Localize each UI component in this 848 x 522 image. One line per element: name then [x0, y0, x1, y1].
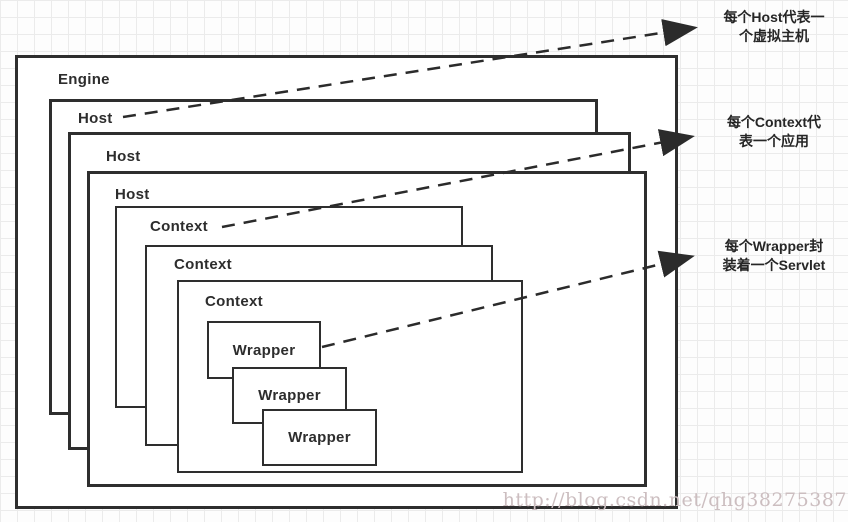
host-label-1: Host: [78, 110, 113, 127]
wrapper-label-3: Wrapper: [288, 429, 351, 446]
annotation-host-line1: 每个Host代表一: [723, 9, 825, 25]
host-label-2: Host: [106, 148, 141, 165]
annotation-wrapper-line2: 装着一个Servlet: [722, 257, 826, 273]
context-label-3: Context: [205, 293, 263, 310]
context-label-2: Context: [174, 256, 232, 273]
wrapper-label-1: Wrapper: [232, 341, 296, 359]
annotation-context-line2: 表一个应用: [739, 133, 809, 149]
host-label-3: Host: [115, 186, 150, 203]
annotation-host-line2: 个虚拟主机: [739, 28, 809, 44]
context-label-1: Context: [150, 218, 208, 235]
annotation-host: 每个Host代表一 个虚拟主机: [700, 8, 848, 46]
annotation-context-line1: 每个Context代: [726, 114, 822, 130]
wrapper-label-2: Wrapper: [258, 387, 321, 404]
annotation-wrapper: 每个Wrapper封 装着一个Servlet: [700, 237, 848, 275]
engine-label: Engine: [58, 71, 110, 88]
annotation-wrapper-line1: 每个Wrapper封: [724, 238, 824, 254]
watermark-url: http://blog.csdn.net/qhg38275387: [502, 489, 847, 511]
wrapper-box-3: Wrapper: [262, 409, 377, 466]
annotation-context: 每个Context代 表一个应用: [700, 113, 848, 151]
